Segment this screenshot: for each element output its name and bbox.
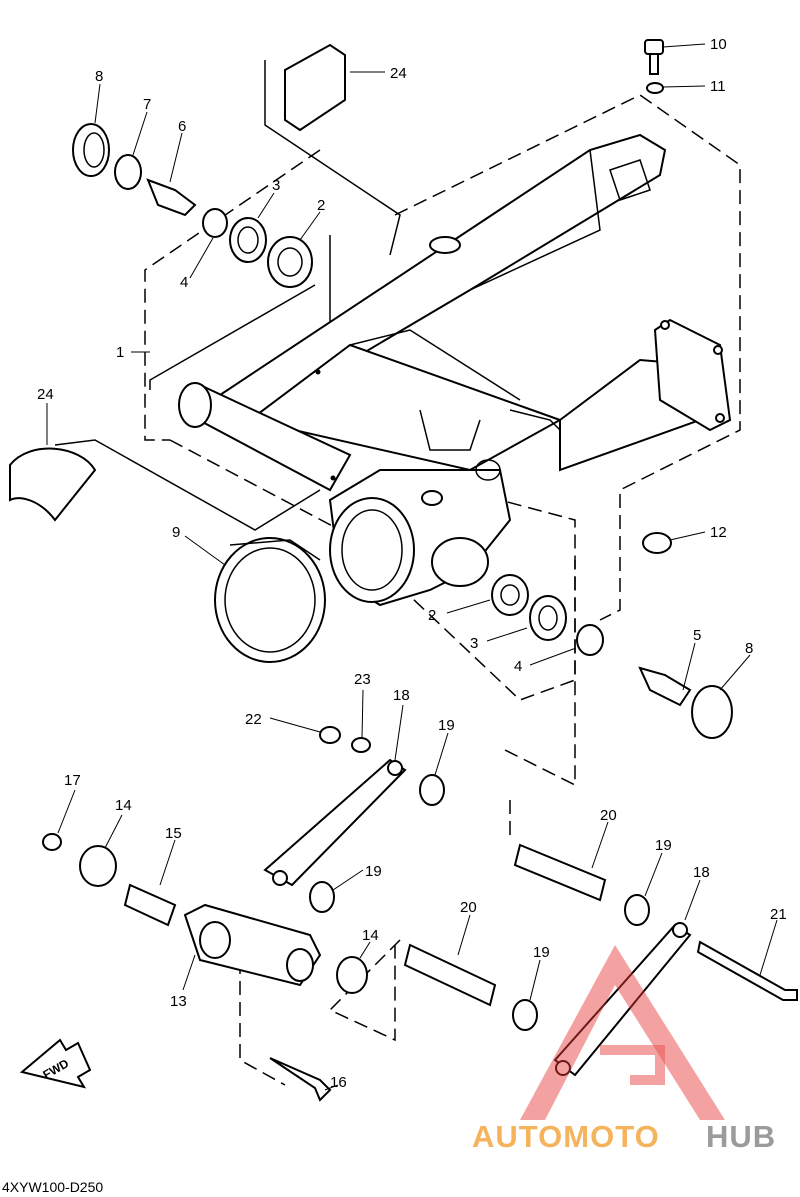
boot-seal <box>214 537 326 663</box>
callout-11: 11 <box>710 78 726 95</box>
callout-12: 12 <box>710 524 727 541</box>
diagram-code: 4XYW100-D250 <box>2 1179 103 1195</box>
callout-20-upper: 20 <box>600 807 617 824</box>
callout-16: 16 <box>330 1074 347 1091</box>
watermark-triangle <box>520 945 725 1120</box>
callout-3-upper: 3 <box>272 177 280 194</box>
callout-15: 15 <box>165 825 182 842</box>
leader-lines <box>46 43 778 1091</box>
linkage <box>42 726 798 1102</box>
callout-19-c: 19 <box>655 837 672 854</box>
callout-3-lower: 3 <box>470 635 478 652</box>
callout-8-lower: 8 <box>745 640 753 657</box>
callout-6: 6 <box>178 118 186 135</box>
callout-1: 1 <box>116 344 124 361</box>
callout-4-lower: 4 <box>514 658 522 675</box>
callout-20-lower: 20 <box>460 899 477 916</box>
callout-19-a: 19 <box>438 717 455 734</box>
swingarm <box>178 133 732 607</box>
callout-14-left: 14 <box>115 797 132 814</box>
callout-2-upper: 2 <box>317 197 325 214</box>
callout-22: 22 <box>245 711 262 728</box>
callout-4-upper: 4 <box>180 274 188 291</box>
callout-19-d: 19 <box>533 944 550 961</box>
callout-9: 9 <box>172 524 180 541</box>
pads <box>9 43 346 522</box>
callout-21: 21 <box>770 906 787 923</box>
pivot-hardware-right <box>491 39 733 739</box>
callout-14-right: 14 <box>362 927 379 944</box>
callout-10: 10 <box>710 36 727 53</box>
group-outline-main <box>54 60 741 1086</box>
callout-numbers: 1 2 2 3 3 4 4 5 6 7 8 8 9 10 11 12 13 14… <box>37 36 787 1091</box>
fwd-arrow: FWD <box>19 1038 92 1089</box>
callout-23: 23 <box>354 671 371 688</box>
callout-24-lower: 24 <box>37 386 54 403</box>
callout-24-upper: 24 <box>390 65 407 82</box>
callout-13: 13 <box>170 993 187 1010</box>
watermark-text-part1: AUTOMOTO <box>472 1119 660 1154</box>
callout-5: 5 <box>693 627 701 644</box>
callout-18-lower: 18 <box>693 864 710 881</box>
callout-18-upper: 18 <box>393 687 410 704</box>
pivot-hardware-left <box>72 123 313 288</box>
callout-2-lower: 2 <box>428 607 436 624</box>
callout-7: 7 <box>143 96 151 113</box>
watermark-logo: AUTOMOTO HUB <box>472 945 776 1154</box>
watermark-text-part2: HUB <box>706 1119 776 1154</box>
callout-17: 17 <box>64 772 81 789</box>
callout-19-b: 19 <box>365 863 382 880</box>
callout-8-upper: 8 <box>95 68 103 85</box>
